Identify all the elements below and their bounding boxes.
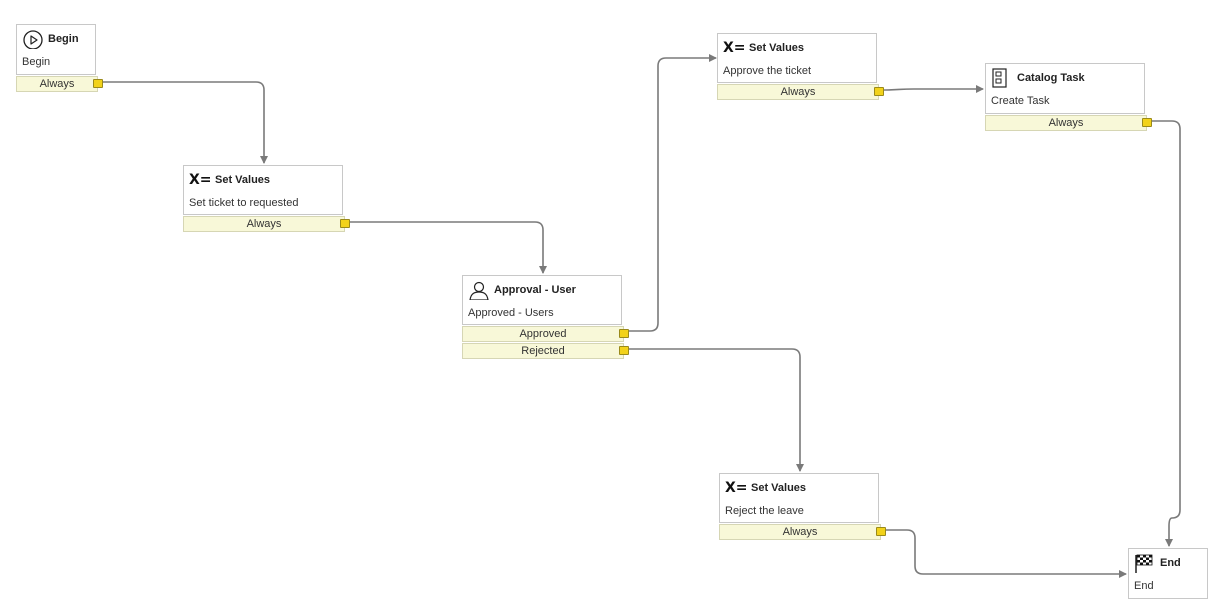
x-equals-icon: X= — [723, 38, 746, 58]
svg-text:X=: X= — [723, 40, 745, 56]
node-title: Approval - User — [494, 284, 576, 296]
connector-port[interactable] — [340, 219, 350, 228]
node-title: Catalog Task — [1017, 72, 1085, 84]
node-set-values-reject[interactable]: X= Set Values Reject the leave Always — [719, 473, 886, 540]
node-header: Catalog Task — [986, 64, 1144, 90]
node-header: X= Set Values — [720, 474, 878, 500]
condition-label: Always — [246, 218, 282, 230]
connector-set-approve-to-catalog-task[interactable] — [881, 85, 984, 93]
node-description: Set ticket to requested — [189, 197, 299, 209]
condition-label: Approved — [519, 328, 567, 340]
node-title: End — [1160, 557, 1181, 569]
catalog-task-icon — [991, 68, 1013, 88]
node-title: Begin — [48, 33, 79, 45]
node-header: X= Set Values — [718, 34, 876, 60]
x-equals-icon: X= — [189, 170, 212, 190]
connector-begin-to-set-requested[interactable] — [100, 81, 268, 164]
node-set-values-requested[interactable]: X= Set Values Set ticket to requested Al… — [183, 165, 350, 232]
node-description: End — [1134, 580, 1154, 592]
connector-rejected-to-set-reject[interactable] — [627, 348, 804, 472]
condition-label: Always — [39, 78, 75, 90]
user-icon — [468, 280, 490, 301]
svg-text:X=: X= — [725, 480, 747, 496]
node-header: End — [1129, 549, 1207, 575]
connector-catalog-task-to-end[interactable] — [1150, 120, 1181, 547]
node-description: Approve the ticket — [723, 65, 812, 77]
connector-set-reject-to-end[interactable] — [884, 529, 1127, 578]
node-approval-user[interactable]: Approval - User Approved - Users Approve… — [462, 275, 629, 359]
node-header: Begin — [17, 25, 95, 51]
node-title: Set Values — [215, 174, 271, 186]
node-set-values-approve[interactable]: X= Set Values Approve the ticket Always — [717, 33, 884, 100]
connector-port[interactable] — [876, 527, 886, 536]
node-title: Set Values — [751, 482, 807, 494]
node-description: Approved - Users — [468, 307, 554, 319]
condition-always: Always — [16, 76, 103, 92]
condition-label: Always — [782, 526, 818, 538]
x-equals-icon: X= — [725, 478, 748, 498]
connector-port[interactable] — [619, 346, 629, 355]
condition-always: Always — [985, 115, 1152, 131]
condition-approved: Approved — [462, 326, 629, 342]
connector-port[interactable] — [93, 79, 103, 88]
node-description: Begin — [22, 56, 51, 68]
condition-always: Always — [717, 84, 884, 100]
connector-port[interactable] — [874, 87, 884, 96]
connector-set-requested-to-approval[interactable] — [348, 221, 547, 274]
node-title: Set Values — [749, 42, 805, 54]
connector-port[interactable] — [1142, 118, 1152, 127]
condition-rejected: Rejected — [462, 343, 629, 359]
node-begin[interactable]: Begin Begin Always — [16, 24, 103, 92]
connector-approved-to-set-approve[interactable] — [627, 54, 717, 332]
node-end[interactable]: End End — [1128, 548, 1208, 599]
checkered-flag-icon — [1134, 553, 1156, 573]
condition-always: Always — [183, 216, 350, 232]
condition-label: Rejected — [521, 345, 565, 357]
node-catalog-task[interactable]: Catalog Task Create Task Always — [985, 63, 1152, 131]
connector-port[interactable] — [619, 329, 629, 338]
condition-label: Always — [1048, 117, 1084, 129]
node-header: X= Set Values — [184, 166, 342, 192]
condition-always: Always — [719, 524, 886, 540]
svg-text:X=: X= — [189, 172, 211, 188]
node-header: Approval - User — [463, 276, 621, 302]
node-description: Create Task — [991, 95, 1050, 107]
play-circle-icon — [22, 29, 44, 50]
condition-label: Always — [780, 86, 816, 98]
node-description: Reject the leave — [725, 505, 804, 517]
